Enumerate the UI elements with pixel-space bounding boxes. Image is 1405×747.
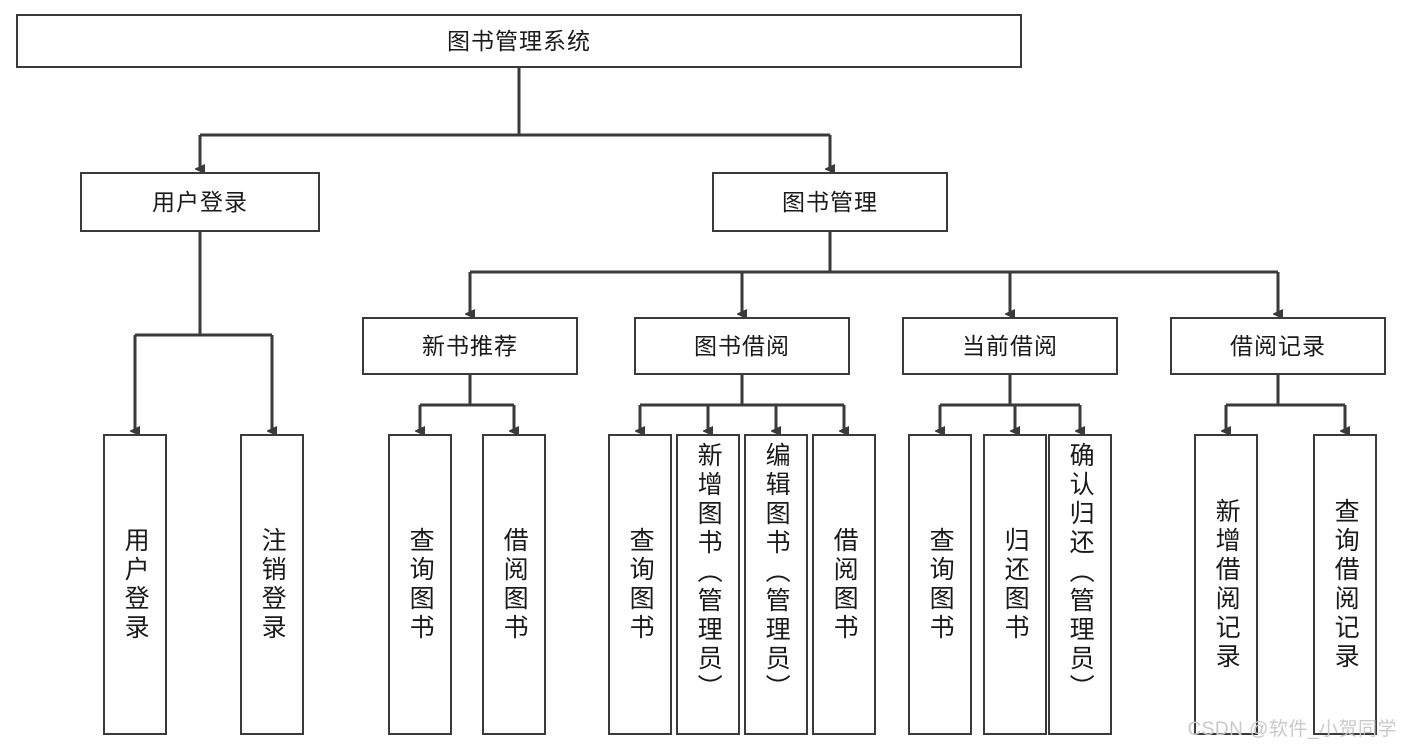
- watermark-label: CSDN @软件_小贺同学: [1187, 719, 1397, 740]
- node-leaf-rec-query[interactable]: 查询图书: [388, 434, 452, 735]
- node-book-borrow[interactable]: 图书借阅: [634, 317, 850, 375]
- node-label: 查询图书: [626, 526, 655, 643]
- node-label: 图书管理系统: [447, 27, 591, 54]
- node-label: 当前借阅: [962, 332, 1058, 359]
- node-label: 借阅图书: [500, 526, 529, 643]
- node-leaf-borrow-query[interactable]: 查询图书: [608, 434, 672, 735]
- node-book-manage[interactable]: 图书管理: [712, 172, 948, 232]
- node-label: 新书推荐: [422, 332, 518, 359]
- node-label: 借阅记录: [1230, 332, 1326, 359]
- node-label: 用户登录: [121, 526, 150, 643]
- node-leaf-cur-query[interactable]: 查询图书: [908, 434, 972, 735]
- node-leaf-rec-search[interactable]: 查询借阅记录: [1313, 434, 1377, 735]
- node-leaf-user-logout[interactable]: 注销登录: [240, 434, 304, 735]
- node-user-login[interactable]: 用户登录: [80, 172, 320, 232]
- node-leaf-book-add[interactable]: 新增图书（管理员）: [676, 434, 740, 735]
- node-label: 注销登录: [258, 526, 287, 643]
- node-borrow-record[interactable]: 借阅记录: [1170, 317, 1386, 375]
- node-label: 归还图书: [1001, 526, 1030, 643]
- node-new-book-rec[interactable]: 新书推荐: [362, 317, 578, 375]
- node-label: 查询图书: [406, 526, 435, 643]
- node-root[interactable]: 图书管理系统: [16, 14, 1022, 68]
- node-label: 查询图书: [926, 526, 955, 643]
- node-leaf-user-login[interactable]: 用户登录: [103, 434, 167, 735]
- node-label: 查询借阅记录: [1331, 497, 1360, 672]
- node-leaf-cur-return[interactable]: 归还图书: [983, 434, 1047, 735]
- node-label: 新增图书（管理员）: [694, 442, 723, 703]
- node-leaf-cur-confirm[interactable]: 确认归还（管理员）: [1048, 434, 1112, 735]
- node-label: 图书借阅: [694, 332, 790, 359]
- node-label: 新增借阅记录: [1212, 497, 1241, 672]
- node-leaf-book-borrow[interactable]: 借阅图书: [812, 434, 876, 735]
- node-label: 图书管理: [782, 188, 878, 215]
- node-leaf-rec-add[interactable]: 新增借阅记录: [1194, 434, 1258, 735]
- node-label: 借阅图书: [830, 526, 859, 643]
- edge-group: [135, 68, 1345, 431]
- node-label: 确认归还（管理员）: [1066, 442, 1095, 703]
- node-leaf-book-edit[interactable]: 编辑图书（管理员）: [744, 434, 808, 735]
- node-label: 编辑图书（管理员）: [762, 442, 791, 703]
- node-label: 用户登录: [152, 188, 248, 215]
- node-leaf-rec-borrow[interactable]: 借阅图书: [482, 434, 546, 735]
- node-current-borrow[interactable]: 当前借阅: [902, 317, 1118, 375]
